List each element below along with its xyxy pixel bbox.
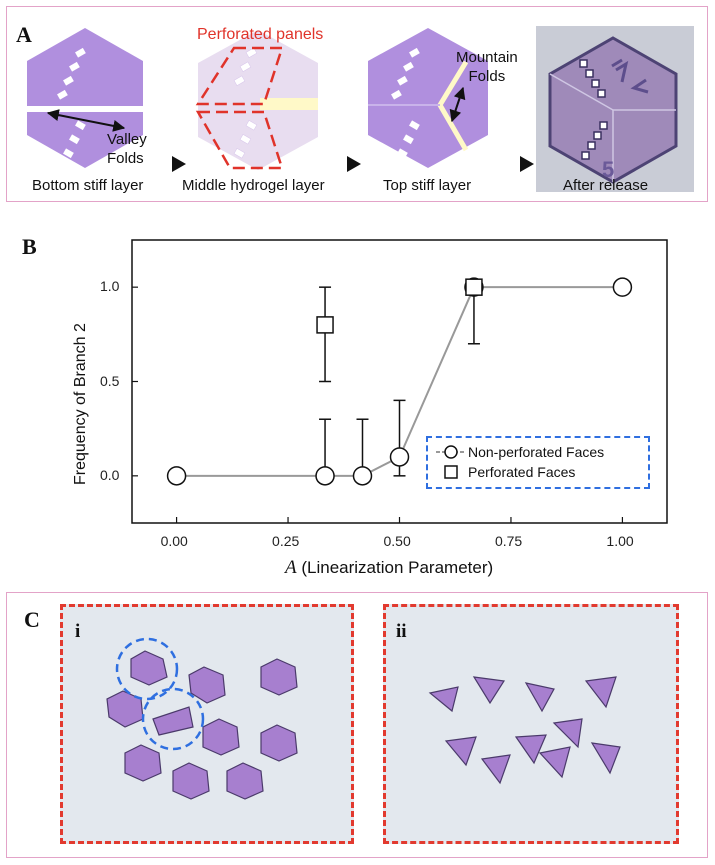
panel-a-letter: A — [16, 22, 32, 47]
bottom-stiff-layer-hexagon — [27, 28, 143, 168]
y-tick-label: 1.0 — [100, 278, 120, 295]
x-axis-description: (Linearization Parameter) — [301, 558, 494, 577]
step-arrow-1 — [172, 156, 186, 172]
perforated-panels-label: Perforated panels — [197, 26, 324, 43]
legend-square-marker — [444, 465, 458, 479]
x-axis-variable: A — [285, 557, 297, 578]
branch-frequency-chart — [131, 239, 668, 524]
micrograph-i-label: i — [75, 621, 81, 642]
legend-item-non-perforated: Non-perforated Faces — [436, 444, 604, 460]
caption-after-release: After release — [563, 177, 649, 194]
panel-b-letter: B — [22, 234, 37, 259]
non-perforated-point — [166, 466, 187, 486]
micrograph-i-particles — [106, 637, 298, 800]
perforated-point — [465, 278, 483, 296]
y-tick-label: 0.5 — [100, 372, 120, 389]
micrograph-i: i — [60, 604, 354, 844]
legend-label-non-perforated: Non-perforated Faces — [468, 444, 605, 460]
valley-label-text: Valley Folds — [107, 131, 147, 167]
step-arrow-2 — [347, 156, 361, 172]
panel-a-drawings — [27, 26, 694, 192]
photo-digit: 5 — [602, 157, 615, 182]
x-tick-label: 0.50 — [383, 533, 411, 549]
panel-a-frame — [6, 6, 708, 202]
middle-hydrogel-layer-hexagon — [195, 30, 318, 170]
non-perforated-series-line — [176, 286, 623, 477]
legend-circle-marker — [436, 445, 466, 459]
caption-middle-hydrogel-layer: Middle hydrogel layer — [182, 177, 325, 194]
legend-item-perforated: Perforated Faces — [436, 464, 575, 480]
non-perforated-point — [352, 466, 373, 486]
step-arrow-3 — [520, 156, 534, 172]
micrograph-ii-particles — [428, 676, 621, 785]
perforated-point — [316, 316, 334, 334]
x-axis-label: A (Linearization Parameter) — [285, 557, 493, 579]
x-tick-label: 0.25 — [272, 533, 300, 549]
valley-folds-label: Valley Folds — [107, 130, 147, 168]
non-perforated-point — [612, 277, 633, 297]
micrograph-ii: ii — [383, 604, 679, 844]
non-perforated-point — [389, 447, 410, 467]
chart-legend: Non-perforated Faces Perforated Faces — [426, 436, 650, 489]
y-tick-label: 0.0 — [100, 466, 120, 483]
caption-bottom-stiff-layer: Bottom stiff layer — [32, 177, 144, 194]
non-perforated-point — [315, 466, 335, 486]
top-stiff-layer-hexagon — [368, 28, 488, 168]
mountain-folds-label: Mountain Folds — [456, 49, 518, 85]
y-axis-label: Frequency of Branch 2 — [72, 323, 89, 485]
micrograph-ii-label: ii — [396, 621, 407, 642]
x-tick-label: 0.75 — [494, 533, 523, 549]
panel-c-frame — [6, 592, 708, 858]
caption-top-stiff-layer: Top stiff layer — [383, 177, 472, 194]
x-tick-label: 1.00 — [606, 533, 634, 549]
after-release-photo — [536, 26, 694, 192]
x-tick-label: 0.00 — [160, 533, 188, 549]
legend-label-perforated: Perforated Faces — [468, 464, 576, 480]
panel-c-letter: C — [24, 607, 40, 632]
